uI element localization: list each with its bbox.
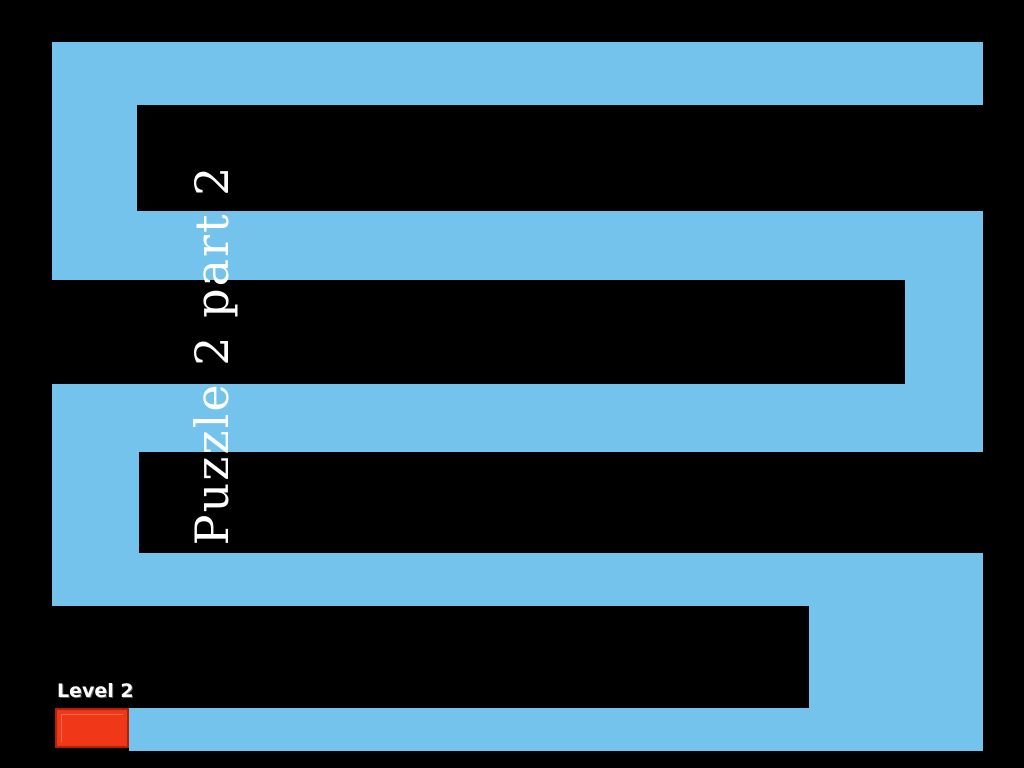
- player-block[interactable]: [55, 708, 129, 748]
- puzzle-title: Puzzle 2 part 2: [185, 164, 239, 546]
- maze-path-top-row: [52, 42, 983, 105]
- maze-path-bottom-row: [129, 708, 983, 751]
- maze-path-third-row: [52, 384, 983, 452]
- level-label: Level 2: [57, 680, 134, 702]
- maze-path-second-row: [52, 211, 983, 280]
